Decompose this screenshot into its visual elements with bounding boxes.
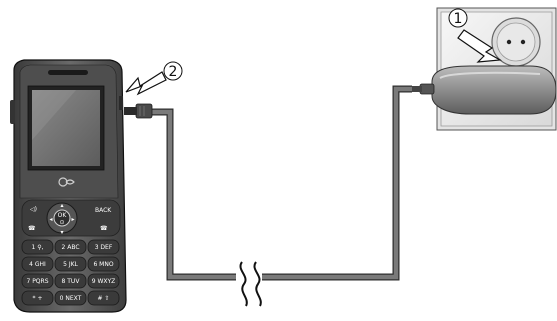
keypad-key[interactable] — [21, 256, 54, 272]
keypad-key[interactable] — [87, 273, 120, 289]
navigation-keys: OK ⊙ ▴ ▾ ◂ ▸ ◁) BACK ☎ ☎ — [21, 199, 121, 237]
side-key — [10, 100, 15, 124]
keypad-key-label: 1 ⚲, — [31, 244, 43, 251]
nav-down-icon: ▾ — [60, 229, 63, 236]
charging-port — [119, 96, 123, 110]
keypad-key-label: 6 MNO — [93, 261, 113, 268]
keypad-key-label: 0 NEXT — [60, 295, 82, 302]
keypad-key-label: # ⇧ — [98, 295, 110, 302]
callout-1: 1 — [448, 8, 502, 63]
keypad-key-label: 7 PQRS — [26, 278, 48, 285]
phone-screen — [32, 90, 100, 166]
earpiece — [48, 70, 88, 75]
keypad-key[interactable] — [21, 290, 54, 306]
ok-button[interactable] — [53, 209, 71, 227]
ok-label: OK — [58, 212, 68, 219]
keypad-key-label: 2 ABC — [61, 244, 79, 251]
cable-break-symbol — [239, 261, 262, 307]
call-end-icon: ☎ — [100, 225, 108, 232]
volume-icon: ◁) — [30, 206, 37, 213]
mobile-phone: OK ⊙ ▴ ▾ ◂ ▸ ◁) BACK ☎ ☎ 1 ⚲, 2 ABC 3 DEF 4… — [10, 59, 127, 313]
brand-logo — [58, 177, 75, 187]
connect-arrow-icon — [125, 71, 167, 96]
keypad-key-label: 4 GHI — [29, 261, 46, 268]
numeric-keypad: 1 ⚲, 2 ABC 3 DEF 4 GHI 5 JKL 6 MNO 7 PQRS 8 TUV… — [21, 239, 120, 306]
callout-2-number: 2 — [169, 64, 178, 80]
nav-up-icon: ▴ — [60, 202, 63, 209]
callout-2: 2 — [125, 61, 183, 96]
keypad-key-label: 9 WXYZ — [92, 278, 116, 285]
keypad-key[interactable] — [54, 290, 87, 306]
back-label: BACK — [95, 207, 112, 214]
svg-text:⊙: ⊙ — [59, 219, 64, 226]
nav-right-icon: ▸ — [71, 216, 74, 223]
callout-1-number: 1 — [454, 11, 463, 27]
charger-cable — [150, 85, 412, 281]
plug-in-arrow-icon — [457, 29, 502, 63]
keypad-key[interactable] — [54, 256, 87, 272]
keypad-key-label: 3 DEF — [95, 244, 113, 251]
keypad-key[interactable] — [54, 239, 87, 255]
socket-pin-hole — [520, 39, 526, 45]
socket-pin-hole — [506, 39, 512, 45]
keypad-key-label: * + — [33, 295, 43, 302]
nav-left-icon: ◂ — [49, 216, 52, 223]
phone-connector — [124, 103, 153, 119]
charger-cable-boot — [419, 83, 435, 95]
keypad-key[interactable] — [21, 239, 54, 255]
charger-adapter — [412, 65, 557, 115]
call-send-icon: ☎ — [28, 225, 36, 232]
keypad-key[interactable] — [87, 290, 120, 306]
keypad-key[interactable] — [87, 239, 120, 255]
keypad-key-label: 8 TUV — [62, 278, 81, 285]
keypad-key[interactable] — [54, 273, 87, 289]
keypad-key-label: 5 JKL — [63, 261, 78, 268]
keypad-key[interactable] — [21, 273, 54, 289]
keypad-key[interactable] — [87, 256, 120, 272]
